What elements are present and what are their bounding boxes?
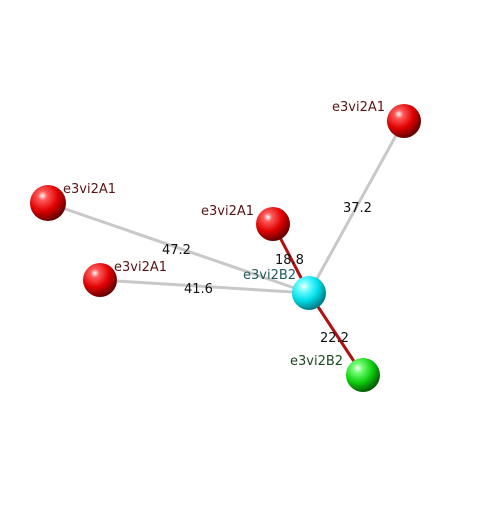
edge-center-left: [46, 201, 311, 295]
distance-label: 47.2: [162, 243, 191, 258]
edge-center-midleft: [98, 278, 311, 295]
atom-label: e3vi2A1: [63, 182, 116, 197]
distance-label: 22.2: [320, 331, 349, 346]
atom-label: e3vi2A1: [332, 100, 385, 115]
atom-label: e3vi2B2: [290, 354, 343, 369]
nodes-layer: [30, 104, 421, 392]
atom-label: e3vi2B2: [243, 268, 296, 283]
atom-midleft-red[interactable]: [83, 263, 117, 297]
node-labels: e3vi2B2 e3vi2A1 e3vi2A1 e3vi2A1 e3vi2A1 …: [63, 100, 385, 369]
edges-layer: [46, 119, 406, 377]
atom-label: e3vi2A1: [201, 204, 254, 219]
atom-bottom-green[interactable]: [346, 358, 380, 392]
edge-center-topright: [307, 119, 406, 295]
atom-topright-red[interactable]: [387, 104, 421, 138]
atom-midupper-red[interactable]: [256, 207, 290, 241]
atom-left-red[interactable]: [30, 185, 66, 221]
distance-label: 37.2: [343, 201, 372, 216]
distance-label: 18.8: [275, 253, 304, 268]
distance-labels: 37.2 47.2 41.6 18.8 22.2: [162, 201, 372, 346]
atom-center-cyan[interactable]: [292, 276, 326, 310]
distance-label: 41.6: [184, 282, 213, 297]
atom-label: e3vi2A1: [114, 260, 167, 275]
